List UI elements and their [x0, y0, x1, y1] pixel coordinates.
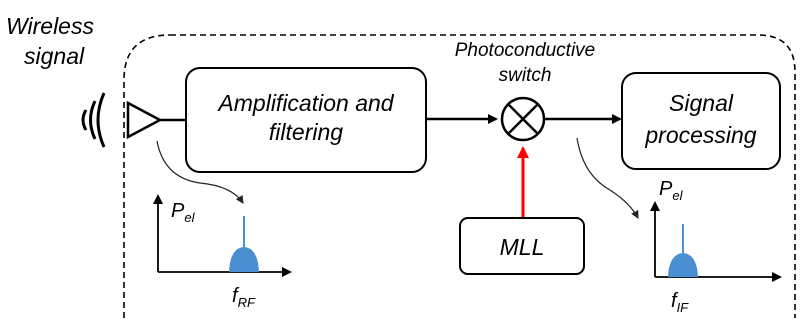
proc-label-line1: Signal	[669, 90, 734, 116]
signal-processing-block	[621, 72, 781, 170]
antenna-icon	[126, 100, 163, 140]
wireless-waves-icon	[81, 92, 106, 148]
rf-spectrum-band	[229, 247, 259, 272]
mll-label: MLL	[500, 234, 545, 260]
amp-label-line1: Amplification and	[216, 90, 394, 116]
rf-x-label: fRF	[232, 285, 256, 310]
curve-arrow-left	[156, 140, 244, 204]
mll-block	[459, 217, 585, 275]
amp-label-line2: filtering	[269, 119, 343, 145]
if-spectrum-band	[668, 253, 698, 277]
if-x-label: fIF	[671, 290, 689, 315]
switch-label-line2: switch	[499, 65, 552, 86]
switch-label-line1: Photoconductive	[455, 40, 596, 61]
system-boundary	[123, 34, 796, 318]
photoconductive-switch-icon	[500, 96, 546, 142]
proc-label-line2: processing	[644, 122, 756, 148]
if-y-label: Pel	[659, 178, 684, 203]
rf-spectrum-plot: Pel fRF	[153, 194, 292, 310]
wireless-label-line1: Wireless	[6, 13, 94, 39]
rf-y-label: Pel	[171, 200, 196, 225]
wireless-label-line2: signal	[24, 43, 85, 69]
if-spectrum-plot: Pel fIF	[650, 178, 782, 315]
curve-arrow-right	[576, 137, 639, 219]
